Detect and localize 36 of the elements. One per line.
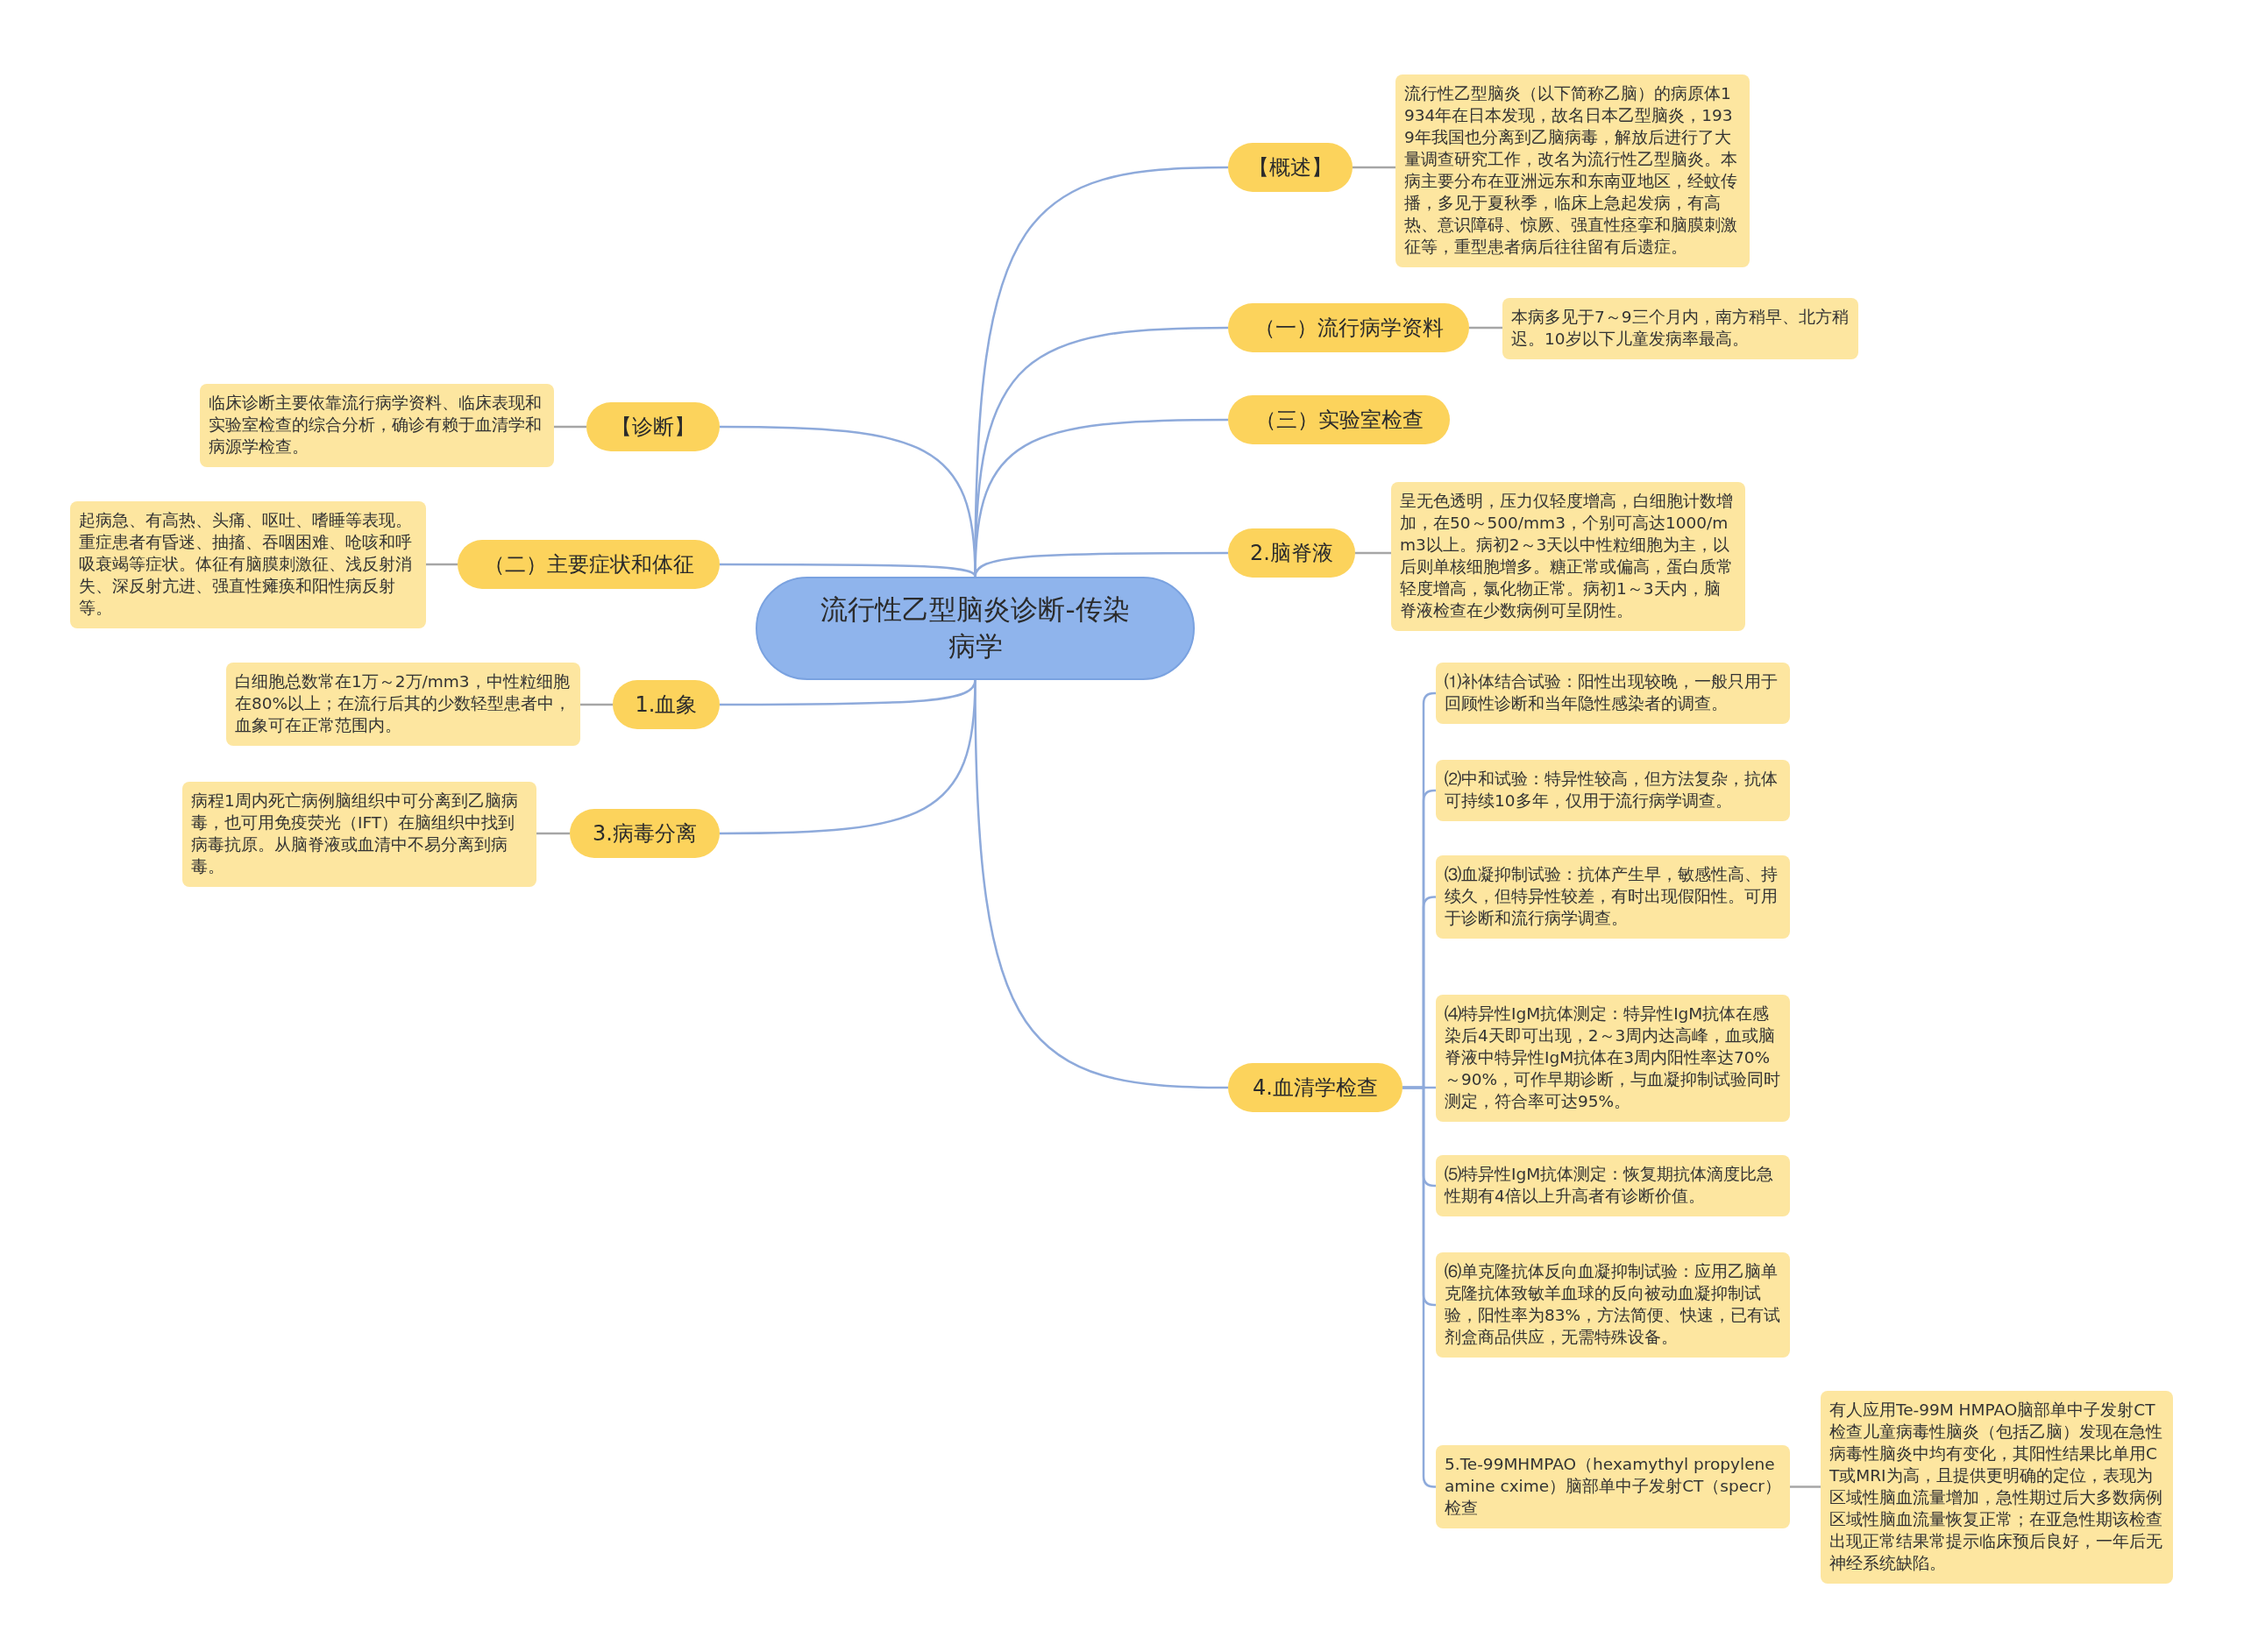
connector-line	[1790, 1485, 1821, 1488]
note-card: ⑸特异性IgM抗体测定：恢复期抗体滴度比急性期有4倍以上升高者有诊断价值。	[1436, 1155, 1790, 1216]
connector-line	[580, 703, 613, 706]
connector-line	[720, 563, 976, 578]
branch-topic: 【概述】	[1228, 143, 1353, 192]
branch-topic: 【诊断】	[586, 402, 720, 451]
note-card: 流行性乙型脑炎（以下简称乙脑）的病原体1934年在日本发现，故名日本乙型脑炎，1939年我国也分离到乙脑病毒，解放后进行了大量调查研究工作，改名为流行性乙型脑炎。本病主要分布在亚洲远东和东南亚地区，经蚊传播，多见于夏秋季，临床上急起发病，有高热、意识障碍、惊厥、强直性痉挛和脑膜刺激征等，重型患者病后往往留有后遗症。	[1395, 74, 1750, 267]
note-card: ⑹单克隆抗体反向血凝抑制试验：应用乙脑单克隆抗体致敏羊血球的反向被动血凝抑制试验，阳性率为83%，方法简便、快速，已有试剂盒商品供应，无需特殊设备。	[1436, 1252, 1790, 1358]
connector-line	[554, 425, 586, 429]
note-card: ⑷特异性IgM抗体测定：特异性IgM抗体在感染后4天即可出现，2～3周内达高峰，血或脑脊液中特异性IgM抗体在3周内阳性率达70%～90%，可作早期诊断，与血凝抑制试验同时测定，符合率可达95%。	[1436, 995, 1790, 1122]
note-card: 有人应用Te-99M HMPAO脑部单中子发射CT检查儿童病毒性脑炎（包括乙脑）发现在急性病毒性脑炎中均有变化，其阳性结果比单用CT或MRI为高，且提供更明确的定位，表现为区域性脑血流量增加，急性期过后大多数病例区域性脑血流量恢复正常；在亚急性期该检查出现正常结果常提示临床预后良好，一年后无神经系统缺陷。	[1821, 1391, 2173, 1584]
note-card: ⑴补体结合试验：阳性出现较晚，一般只用于回顾性诊断和当年隐性感染者的调查。	[1436, 663, 1790, 724]
note-card: 病程1周内死亡病例脑组织中可分离到乙脑病毒，也可用免疫荧光（IFT）在脑组织中找到病毒抗原。从脑脊液或血清中不易分离到病毒。	[182, 782, 536, 887]
branch-topic: 1.血象	[613, 680, 720, 729]
note-card: 临床诊断主要依靠流行病学资料、临床表现和实验室检查的综合分析，确诊有赖于血清学和病源学检查。	[200, 384, 554, 467]
connector-line	[1355, 551, 1391, 555]
note-card: 本病多见于7～9三个月内，南方稍早、北方稍迟。10岁以下儿童发病率最高。	[1502, 298, 1858, 359]
branch-topic: 3.病毒分离	[570, 809, 720, 858]
connector-line	[426, 563, 458, 566]
note-card: 白细胞总数常在1万～2万/mm3，中性粒细胞在80%以上；在流行后其的少数轻型患者中，血象可在正常范围内。	[226, 663, 580, 746]
connector-line	[720, 679, 976, 835]
branch-topic: 2.脑脊液	[1228, 528, 1355, 578]
branch-topic: 4.血清学检查	[1228, 1063, 1402, 1112]
branch-topic: （一）流行病学资料	[1228, 303, 1469, 352]
connector-line	[1353, 166, 1395, 169]
note-card: ⑵中和试验：特异性较高，但方法复杂，抗体可持续10多年，仅用于流行病学调查。	[1436, 760, 1790, 821]
central-topic: 流行性乙型脑炎诊断-传染病学	[756, 577, 1195, 680]
note-card: 起病急、有高热、头痛、呕吐、嗜睡等表现。重症患者有昏迷、抽搐、吞咽困难、呛咳和呼吸衰竭等症状。体征有脑膜刺激征、浅反射消失、深反射亢进、强直性瘫痪和阳性病反射等。	[70, 501, 426, 628]
branch-topic: （二）主要症状和体征	[458, 540, 720, 589]
branch-topic: （三）实验室检查	[1228, 395, 1450, 444]
connector-line	[536, 832, 570, 835]
connector-line	[1469, 326, 1502, 330]
connector-line	[1402, 1086, 1437, 1488]
note-card: 5.Te-99MHMPAO（hexamythyl propyleneamine cxime）脑部单中子发射CT（specr）检查	[1436, 1445, 1790, 1528]
note-card: 呈无色透明，压力仅轻度增高，白细胞计数增加，在50～500/mm3，个别可高达1000/mm3以上。病初2～3天以中性粒细胞为主，以后则单核细胞增多。糖正常或偏高，蛋白质常轻度增高，氯化物正常。病初1～3天内，脑脊液检查在少数病例可呈阴性。	[1391, 482, 1745, 631]
note-card: ⑶血凝抑制试验：抗体产生早，敏感性高、持续久，但特异性较差，有时出现假阳性。可用于诊断和流行病学调查。	[1436, 855, 1790, 939]
